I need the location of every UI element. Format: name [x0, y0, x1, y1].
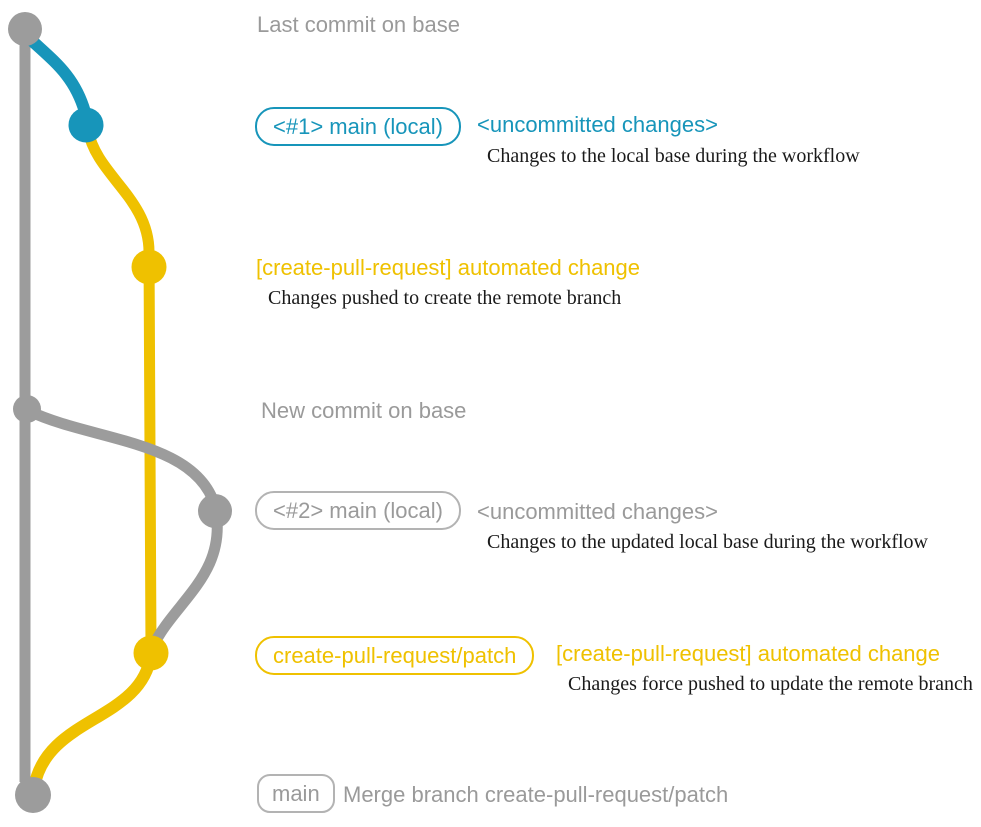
rebased-main-branch-line [23, 405, 223, 652]
automated-change-1-description: Changes pushed to create the remote bran… [268, 287, 622, 309]
badge-patch-branch: create-pull-request/patch [255, 636, 535, 675]
uncommitted-changes-2-title: <uncommitted changes> [477, 499, 718, 524]
badge-main-local-2: <#2> main (local) [255, 491, 461, 530]
commit-dot-automated-2 [133, 635, 169, 671]
new-commit-label: New commit on base [261, 398, 467, 423]
automated-change-1-title: [create-pull-request] automated change [256, 255, 641, 280]
uncommitted-changes-1-description: Changes to the local base during the wor… [487, 145, 860, 167]
commit-dot-merge [15, 777, 51, 813]
patch-merge-line [28, 649, 157, 794]
badge-main: main [257, 774, 335, 813]
commit-dot-automated-1 [131, 249, 167, 285]
patch-branch-line [82, 124, 157, 654]
uncommitted-changes-2-description: Changes to the updated local base during… [487, 531, 928, 553]
commit-dot-uncommitted-1 [68, 107, 104, 143]
last-commit-label: Last commit on base [257, 12, 460, 37]
commit-dot-last-base [8, 12, 42, 46]
badge-main-local-1: <#1> main (local) [255, 107, 461, 146]
automated-change-2-description: Changes force pushed to update the remot… [568, 673, 973, 695]
commit-dot-new-base [13, 395, 41, 423]
commit-dot-uncommitted-2 [198, 494, 232, 528]
merge-commit-title: Merge branch create-pull-request/patch [343, 782, 729, 807]
uncommitted-changes-1-title: <uncommitted changes> [477, 112, 718, 137]
automated-change-2-title: [create-pull-request] automated change [556, 641, 941, 666]
